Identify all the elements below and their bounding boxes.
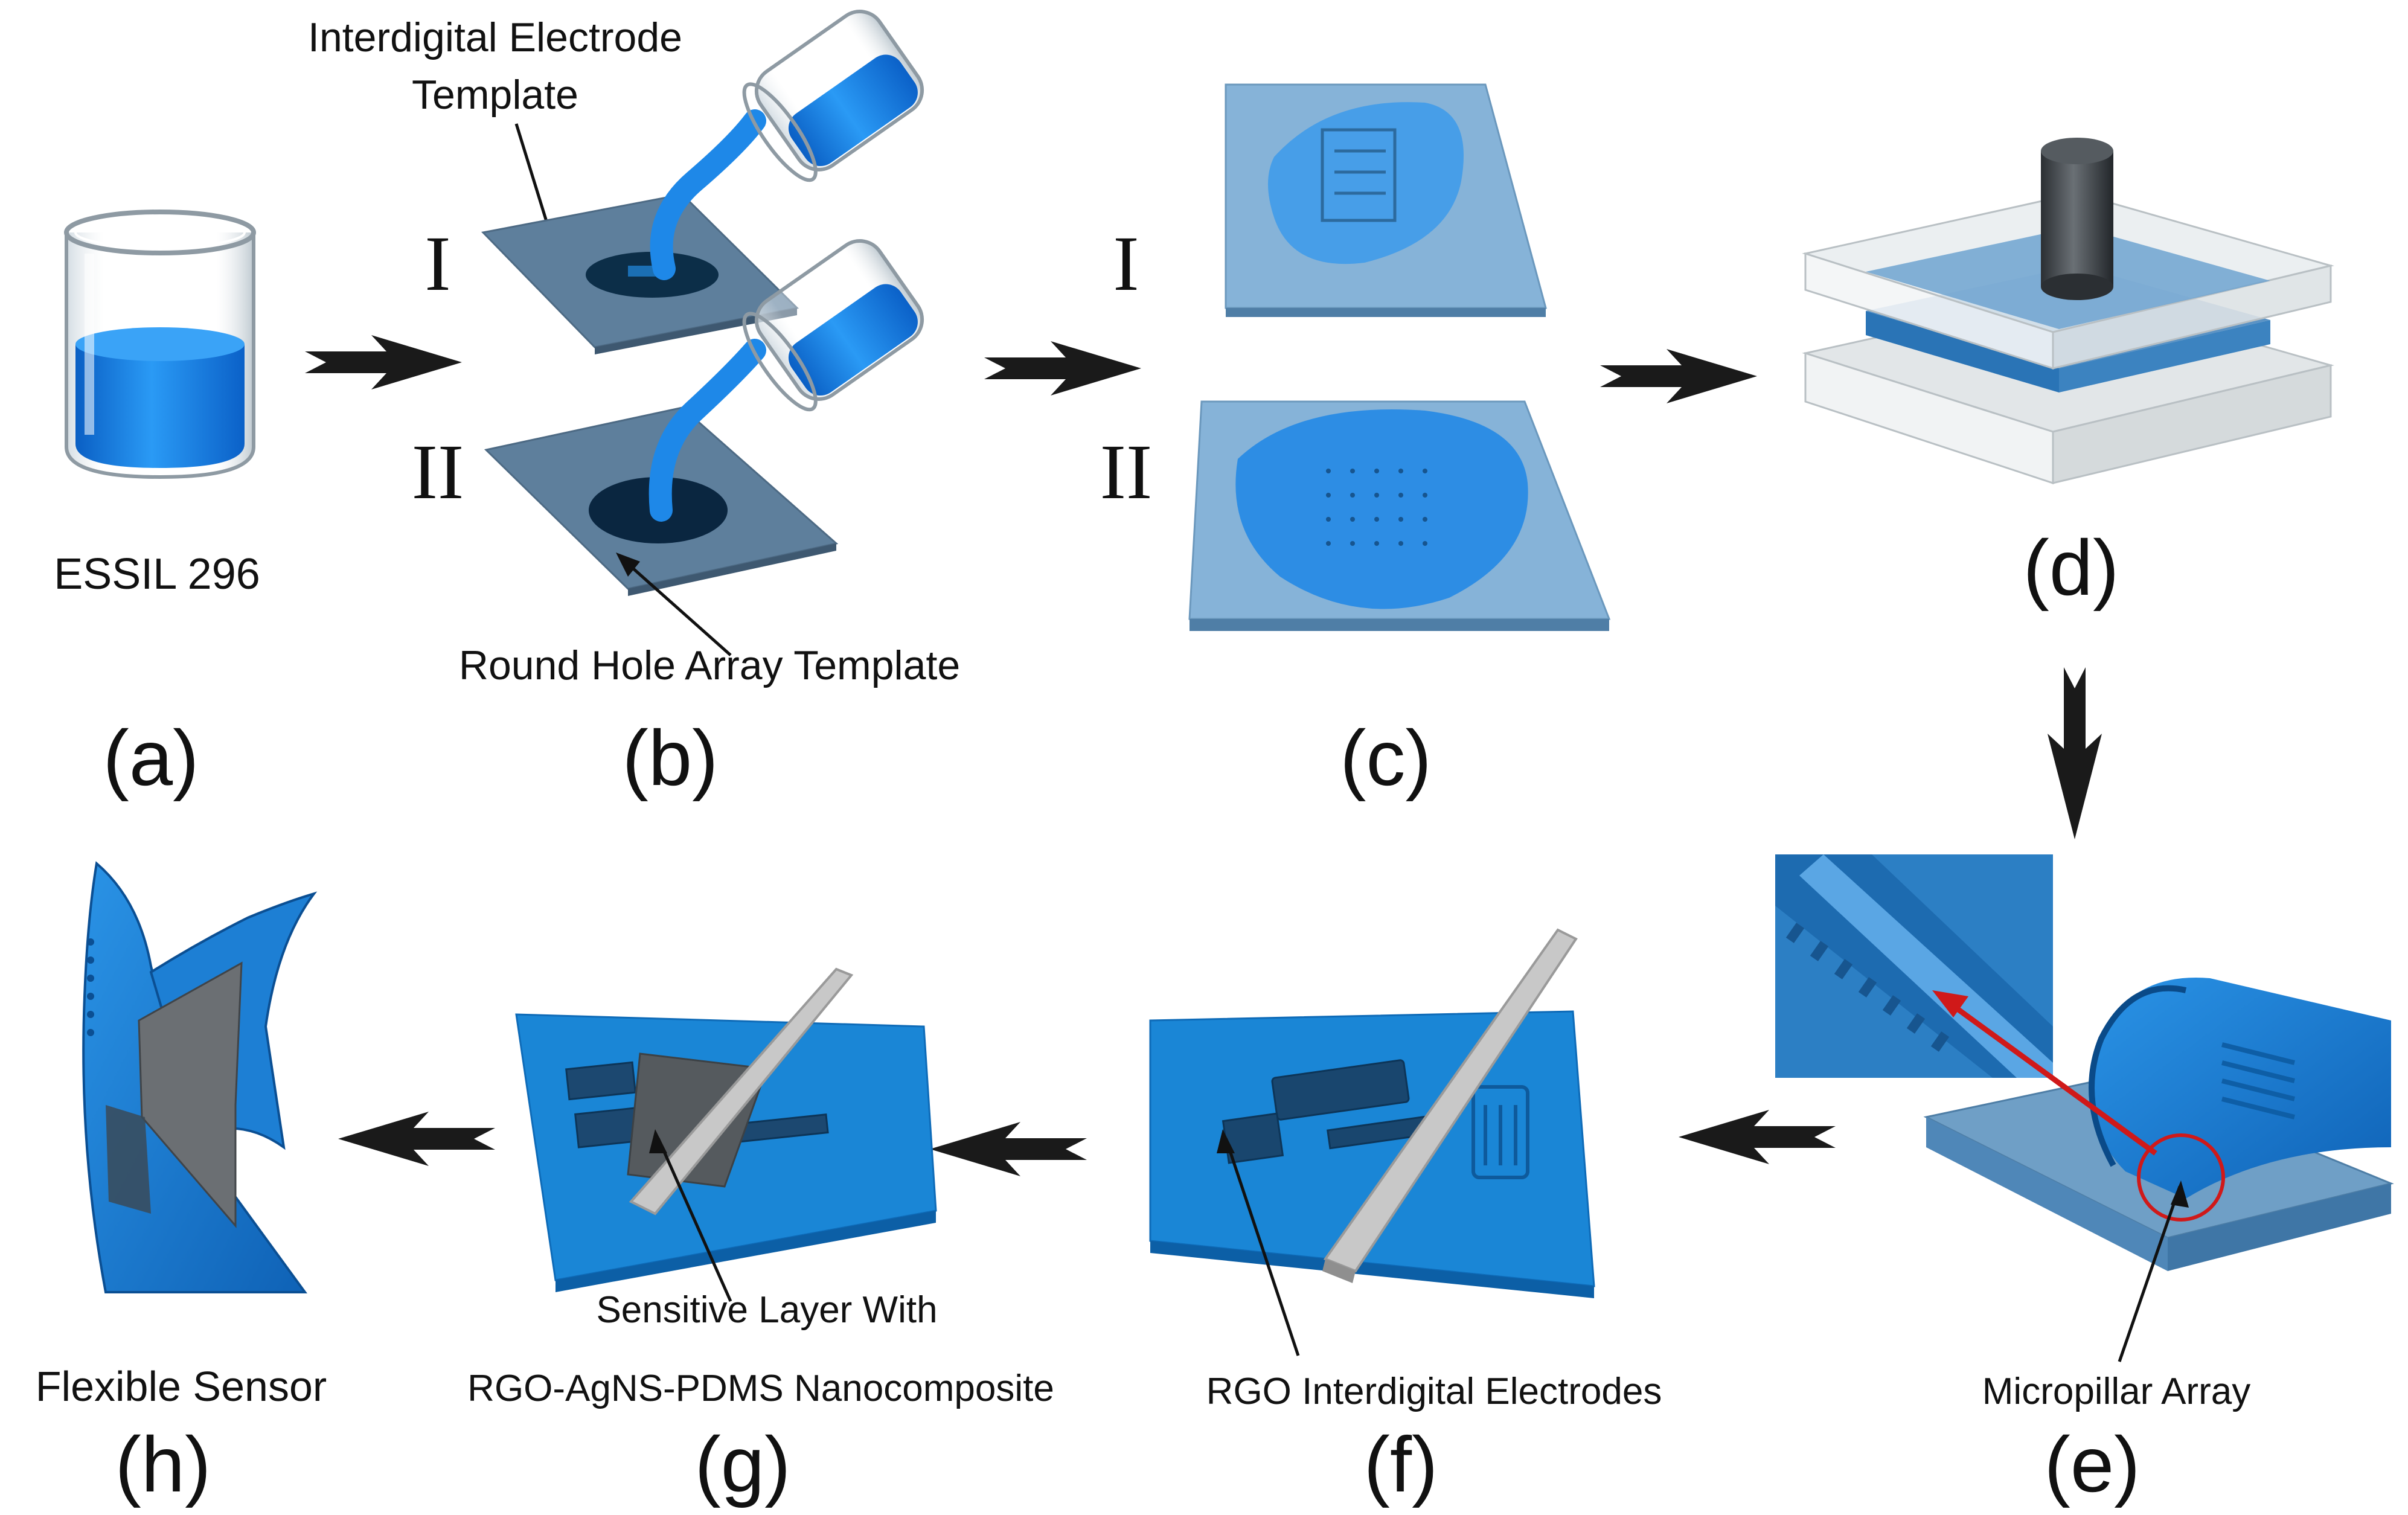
highlight-circle [2137,1133,2225,1222]
panel-label-b: (b) [623,714,719,802]
zoom-arrow [1942,997,2157,1156]
electrodes-label: RGO Interdigital Electrodes [1206,1371,1662,1412]
press-mold-icon [1802,138,2334,485]
panel-label-a: (a) [103,714,199,802]
panel-label-g: (g) [695,1420,791,1508]
template-top-label-line2: Template [412,72,578,118]
roman-numeral-top: I [424,220,450,307]
material-label: ESSIL 296 [54,550,260,598]
process-arrow-icon [930,1122,1087,1176]
roman-numeral-bottom: II [1100,429,1153,516]
panel-g: Sensitive Layer With RGO-AgNS-PDMS Nanoc… [467,967,1054,1508]
sensitive-layer-pointer [656,1137,732,1302]
process-arrow-icon [1679,1110,1836,1164]
panel-label-h: (h) [115,1420,211,1508]
roman-numeral-top: I [1113,220,1139,307]
micropillar-pointer [2118,1186,2182,1362]
template-top-label-line1: Interdigital Electrode [308,14,682,60]
pouring-beaker-icon [650,10,924,280]
roman-numeral-bottom: II [412,429,464,516]
panel-b: Interdigital Electrode Template I II [308,10,960,802]
electrodes-pointer [1224,1138,1300,1356]
beaker-icon [64,210,256,479]
pouring-beaker-icon [648,239,924,522]
spatula-icon [515,967,937,1292]
spatula-icon [1149,928,1595,1298]
cured-film-icon [1188,400,1611,631]
flexible-sensor-icon [82,861,318,1293]
panel-c: I II (c) [1100,83,1611,802]
process-arrow-icon [2048,667,2102,839]
template-bottom-label: Round Hole Array Template [459,642,960,688]
template-bottom-pointer [621,557,732,656]
micropillar-zoom-inset [1775,854,2053,1078]
panel-label-d: (d) [2023,524,2119,612]
process-arrow-icon [305,335,462,389]
panel-a: ESSIL 296 (a) [54,210,260,802]
panel-e: Micropillar Array (e) [1775,854,2394,1508]
process-arrow-icon [338,1112,495,1166]
cured-film-icon [1225,83,1547,317]
panel-d: (d) [1802,138,2334,612]
sensitive-layer-label-line1: Sensitive Layer With [596,1289,937,1331]
micropillar-label: Micropillar Array [1982,1371,2250,1412]
panel-label-e: (e) [2045,1420,2141,1508]
panel-f: RGO Interdigital Electrodes (f) [1149,928,1662,1508]
panel-h: Flexible Sensor (h) [36,861,327,1508]
process-arrow-icon [1600,349,1757,403]
panel-label-c: (c) [1340,714,1432,802]
panel-label-f: (f) [1364,1420,1438,1508]
flexible-sensor-label: Flexible Sensor [36,1363,327,1410]
process-arrow-icon [984,341,1141,396]
template-plate-icon [481,193,799,354]
peel-film-icon [1923,978,2394,1271]
sensitive-layer-label-line2: RGO-AgNS-PDMS Nanocomposite [467,1368,1054,1409]
